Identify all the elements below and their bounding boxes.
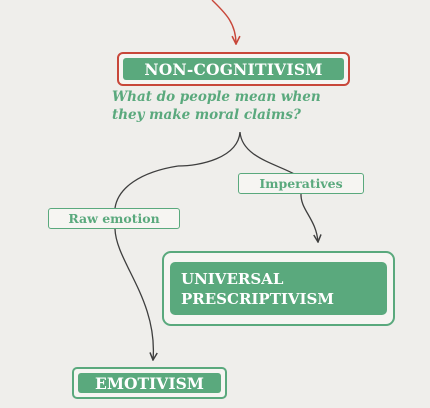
emotivism-node: EMOTIVISM [72, 367, 227, 399]
connector-to-emotivism [114, 165, 179, 360]
question-text: What do people mean when they make moral… [112, 88, 352, 124]
universal-prescriptivism-line-1: UNIVERSAL [181, 269, 284, 288]
edge-label-raw-emotion: Raw emotion [48, 208, 180, 229]
question-line-2: they make moral claims? [112, 107, 301, 123]
emotivism-label: EMOTIVISM [78, 373, 221, 393]
non-cognitivism-label: NON-COGNITIVISM [123, 58, 344, 80]
connector-to-universal-prescriptivism [300, 192, 318, 242]
non-cognitivism-node: NON-COGNITIVISM [117, 52, 350, 86]
universal-prescriptivism-node: UNIVERSAL PRESCRIPTIVISM [162, 251, 395, 326]
connector-question-brace [177, 131, 299, 177]
question-line-1: What do people mean when [112, 89, 321, 105]
incoming-arrow-red [211, 0, 236, 44]
universal-prescriptivism-label: UNIVERSAL PRESCRIPTIVISM [170, 262, 387, 315]
universal-prescriptivism-line-2: PRESCRIPTIVISM [181, 289, 334, 308]
edge-label-imperatives: Imperatives [238, 173, 364, 194]
